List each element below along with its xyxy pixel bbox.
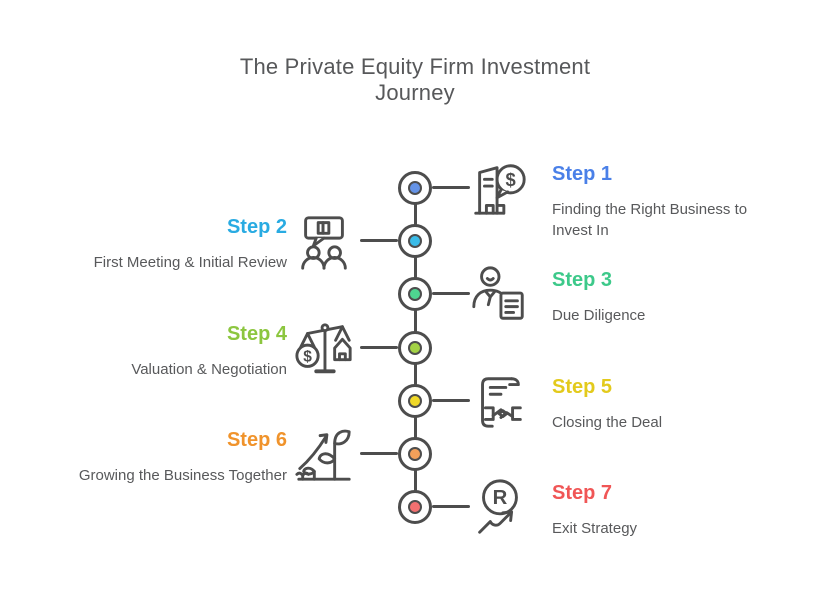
roi-arrow-icon: R — [468, 477, 532, 539]
step-description: Valuation & Negotiation — [131, 361, 287, 378]
contract-handshake-icon — [468, 371, 532, 433]
step-label: Step 2 — [226, 216, 287, 238]
building-dollar-icon: $ — [468, 158, 532, 220]
step-label: Step 1 — [552, 163, 613, 185]
timeline-connector — [360, 346, 398, 349]
step-text: Step 6 Growing the Business Together — [37, 428, 287, 486]
step-row: R Step 7 Exit Strategy — [0, 475, 830, 567]
scale-house-dollar-icon: $ — [293, 318, 357, 380]
timeline-node — [398, 224, 432, 258]
step-description: Finding the Right Business to Invest In — [552, 201, 748, 239]
step-label: Step 4 — [226, 323, 287, 345]
timeline-node-dot — [408, 394, 422, 408]
step-text: Step 2 First Meeting & Initial Review — [37, 215, 287, 273]
timeline-node — [398, 331, 432, 365]
step-description: First Meeting & Initial Review — [93, 254, 287, 271]
step-row: Step 5 Closing the Deal — [0, 369, 830, 461]
svg-text:$: $ — [506, 169, 516, 190]
svg-text:R: R — [493, 487, 508, 509]
timeline-node-dot — [408, 181, 422, 195]
timeline-node-dot — [408, 500, 422, 514]
timeline-connector — [432, 292, 470, 295]
timeline-connector — [432, 186, 470, 189]
timeline-connector — [432, 399, 470, 402]
step-description: Due Diligence — [552, 307, 646, 324]
step-row: $ Step 1 Finding the Right Business to I… — [0, 156, 830, 248]
timeline-node-dot — [408, 447, 422, 461]
step-label: Step 3 — [552, 269, 613, 291]
timeline-node-dot — [408, 287, 422, 301]
growth-plant-icon — [293, 424, 357, 486]
meeting-people-icon — [293, 211, 357, 273]
step-label: Step 5 — [552, 376, 613, 398]
page-title: The Private Equity Firm Investment Journ… — [239, 54, 591, 105]
timeline-connector — [360, 452, 398, 455]
timeline-node — [398, 384, 432, 418]
timeline-node-dot — [408, 341, 422, 355]
step-text: Step 7 Exit Strategy — [552, 481, 777, 539]
timeline-node — [398, 277, 432, 311]
step-text: Step 3 Due Diligence — [552, 268, 777, 326]
step-row: $ Step 4 Valuation & Negotiation — [0, 316, 830, 408]
step-description: Growing the Business Together — [78, 467, 287, 484]
step-row: Step 3 Due Diligence — [0, 262, 830, 354]
step-text: Step 5 Closing the Deal — [552, 375, 777, 433]
step-description: Closing the Deal — [552, 414, 663, 431]
timeline-node — [398, 490, 432, 524]
step-label: Step 7 — [552, 482, 613, 504]
timeline-node — [398, 437, 432, 471]
person-document-icon — [468, 264, 532, 326]
step-row: Step 2 First Meeting & Initial Review — [0, 209, 830, 301]
timeline-connector — [432, 505, 470, 508]
step-text: Step 1 Finding the Right Business to Inv… — [552, 162, 777, 241]
step-label: Step 6 — [226, 429, 287, 451]
step-row: Step 6 Growing the Business Together — [0, 422, 830, 514]
timeline-node-dot — [408, 234, 422, 248]
step-text: Step 4 Valuation & Negotiation — [37, 322, 287, 380]
timeline-connector — [360, 239, 398, 242]
step-description: Exit Strategy — [552, 520, 638, 537]
svg-text:$: $ — [303, 349, 312, 366]
timeline-node — [398, 171, 432, 205]
